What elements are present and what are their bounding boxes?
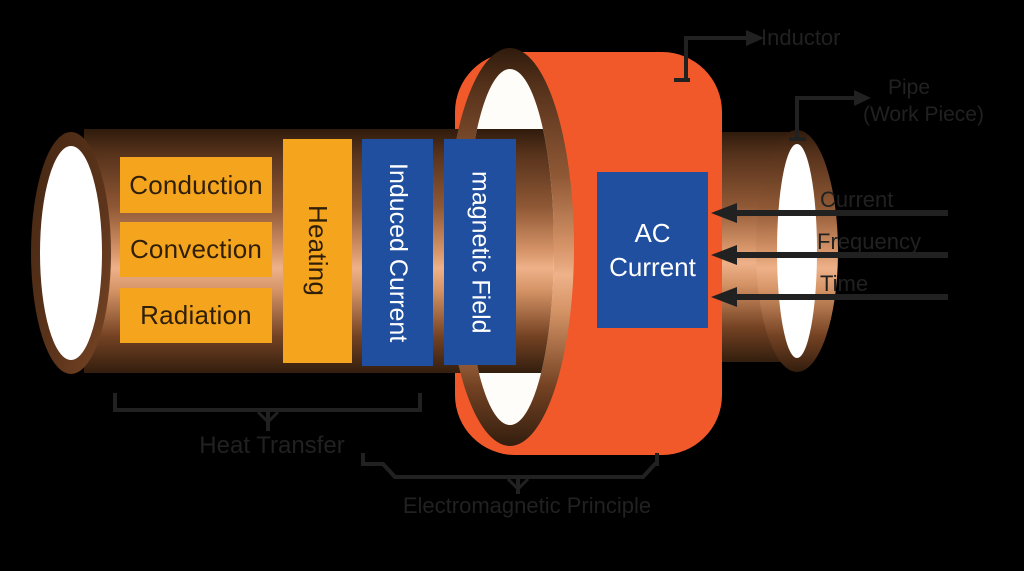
- electromagnetic-principle-label: Electromagnetic Principle: [402, 493, 652, 518]
- inductor-pointer-line: [684, 36, 748, 80]
- time-label: Time: [820, 271, 869, 296]
- inductor-label: Inductor: [761, 25, 841, 50]
- ac-current-line1: AC: [634, 218, 671, 248]
- em-principle-bracket-flare: [506, 477, 530, 492]
- heat-transfer-label: Heat Transfer: [199, 432, 345, 459]
- ac-current-line2: Current: [609, 252, 696, 282]
- heat-transfer-bracket-flare: [256, 410, 280, 425]
- current-label: Current: [820, 187, 894, 212]
- heat-transfer-bracket: [113, 393, 422, 412]
- magnetic-field-box: magnetic Field: [444, 139, 516, 365]
- pipe-arrowhead: [854, 90, 871, 106]
- ac-current-box: AC Current: [597, 172, 708, 328]
- pipe-right-end-hole: [777, 144, 817, 358]
- pipe-label-line1: Pipe: [888, 76, 931, 99]
- radiation-box: Radiation: [120, 288, 272, 343]
- em-principle-bracket: [361, 453, 659, 479]
- pipe-label-line2: (Work Piece): [863, 103, 984, 126]
- pipe-workpiece-label: Pipe (Work Piece): [863, 74, 984, 128]
- inductor-arrowhead: [746, 30, 764, 46]
- convection-box: Convection: [120, 222, 272, 277]
- time-arrowhead: [711, 287, 737, 307]
- conduction-box: Conduction: [120, 157, 272, 213]
- induced-current-box: Induced Current: [362, 139, 433, 366]
- frequency-label: Frequency: [817, 229, 921, 254]
- pipe-pointer-line: [795, 96, 856, 137]
- current-arrowhead: [711, 203, 737, 223]
- pipe-left-end-hole: [40, 146, 102, 360]
- frequency-arrowhead: [711, 245, 737, 265]
- heating-box: Heating: [283, 139, 352, 363]
